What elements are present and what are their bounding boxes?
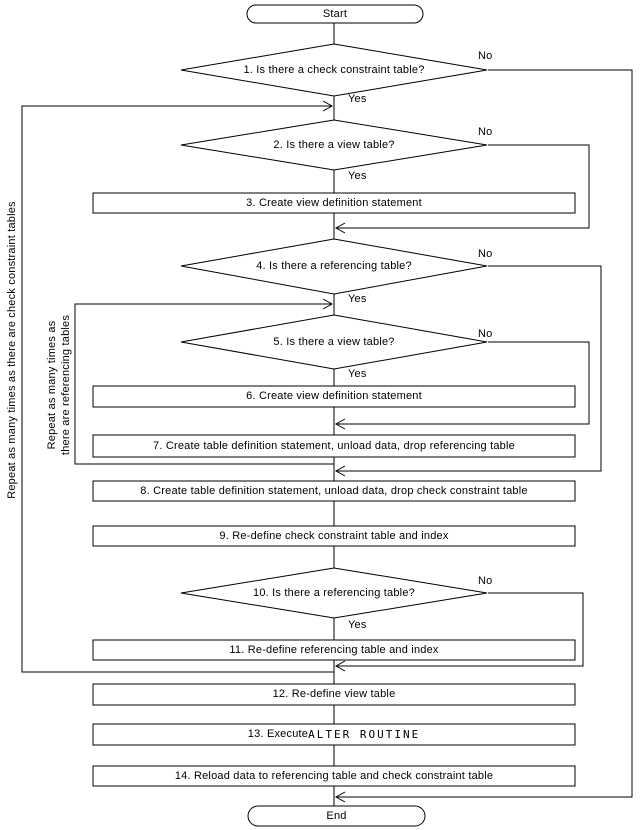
process-8-shape <box>92 480 576 502</box>
no-label-10: No <box>478 575 493 587</box>
decision-4-label: 4. Is there a referencing table? <box>256 260 412 272</box>
edge-no-2 <box>334 144 590 234</box>
edge-no-5 <box>334 341 590 430</box>
outer-loop-annotation: Repeat as many times as there are check … <box>6 201 18 499</box>
decision-4-shape <box>180 238 488 295</box>
process-13-text: 13. Execute <box>247 728 309 740</box>
inner-loop-annotation-line1: Repeat as many times as <box>46 320 58 450</box>
no-label-5: No <box>478 328 493 340</box>
process-8-label: 8. Create table definition statement, un… <box>140 484 528 497</box>
decision-1-label: 1. Is there a check constraint table? <box>243 63 425 76</box>
decision-1-shape <box>180 43 488 97</box>
process-13-label: 13. Execute ALTER ROUTINE <box>93 724 575 745</box>
start-label: Start <box>322 7 348 20</box>
process-11-label: 11. Re-define referencing table and inde… <box>229 643 439 656</box>
decision-10-shape <box>180 567 488 619</box>
start-terminator-shape <box>246 4 424 24</box>
process-14-label: 14. Reload data to referencing table and… <box>174 769 494 782</box>
decision-10-label: 10. Is there a referencing table? <box>253 586 415 599</box>
process-11-shape <box>92 639 576 661</box>
yes-label-10: Yes <box>348 619 367 631</box>
decision-5-label: 5. Is there a view table? <box>273 335 395 348</box>
edge-no-4 <box>334 265 602 477</box>
process-6-label: 6. Create view definition statement <box>246 390 422 402</box>
process-3-shape <box>92 192 576 214</box>
no-label-2: No <box>478 126 493 138</box>
process-7-shape <box>92 434 576 458</box>
process-9-shape <box>92 525 576 547</box>
no-label-1: No <box>478 50 493 62</box>
edge-no-1 <box>334 69 633 803</box>
process-7-label: 7. Create table definition statement, un… <box>153 439 515 452</box>
process-3-label: 3. Create view definition statement <box>246 196 422 209</box>
end-terminator-shape <box>247 805 426 827</box>
yes-label-1: Yes <box>348 93 367 105</box>
decision-5-shape <box>180 314 488 370</box>
yes-label-2: Yes <box>348 170 367 182</box>
decision-2-label: 2. Is there a view table? <box>273 138 395 151</box>
process-9-label: 9. Re-define check constraint table and … <box>219 529 449 542</box>
node-shapes <box>92 4 576 827</box>
no-label-4: No <box>478 248 493 260</box>
edge-inner-loop <box>74 298 334 465</box>
inner-loop-annotation-line2: there are referencing tables <box>60 314 72 456</box>
connector-lines <box>21 23 633 806</box>
loop-edges <box>21 100 334 673</box>
process-12-shape <box>92 683 576 706</box>
process-6-shape <box>92 385 576 408</box>
process-13-shape <box>92 723 576 746</box>
process-13-code: ALTER ROUTINE <box>308 728 421 741</box>
inner-loop-annotation: Repeat as many times as there are refere… <box>45 300 73 470</box>
yes-label-4: Yes <box>348 293 367 305</box>
edge-outer-loop <box>21 100 334 673</box>
no-branch-edges <box>334 69 633 803</box>
yes-label-5: Yes <box>348 368 367 380</box>
decision-2-shape <box>180 119 488 171</box>
edge-no-10 <box>334 592 584 672</box>
process-14-shape <box>92 765 576 787</box>
end-label: End <box>326 809 347 822</box>
process-12-label: 12. Re-define view table <box>272 688 396 700</box>
